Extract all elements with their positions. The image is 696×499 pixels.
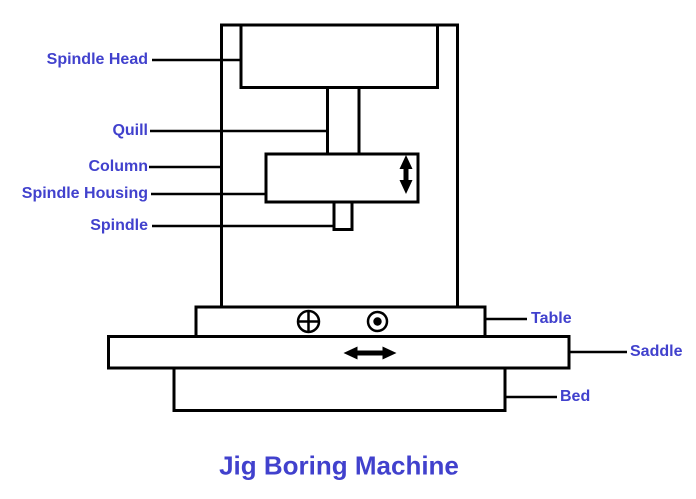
label-bed: Bed [560, 388, 591, 405]
label-column: Column [88, 158, 148, 175]
table-shape [194, 305, 487, 338]
label-table: Table [531, 310, 572, 327]
horizontal-arrow-icon [343, 346, 397, 360]
label-spindle-head: Spindle Head [46, 51, 148, 68]
saddle-shape [107, 335, 571, 370]
dot-circle-icon [366, 310, 389, 333]
label-quill: Quill [112, 122, 148, 139]
cross-circle-icon [296, 309, 321, 334]
label-spindle: Spindle [90, 217, 148, 234]
diagram-title: Jig Boring Machine [219, 450, 459, 481]
label-spindle-housing: Spindle Housing [21, 185, 148, 202]
spindle-head-shape [239, 23, 439, 89]
bed-shape [172, 366, 507, 412]
vertical-arrow-icon [399, 155, 413, 194]
label-saddle: Saddle [630, 343, 683, 360]
quill-shape [326, 86, 361, 159]
spindle-housing-shape [264, 152, 420, 204]
